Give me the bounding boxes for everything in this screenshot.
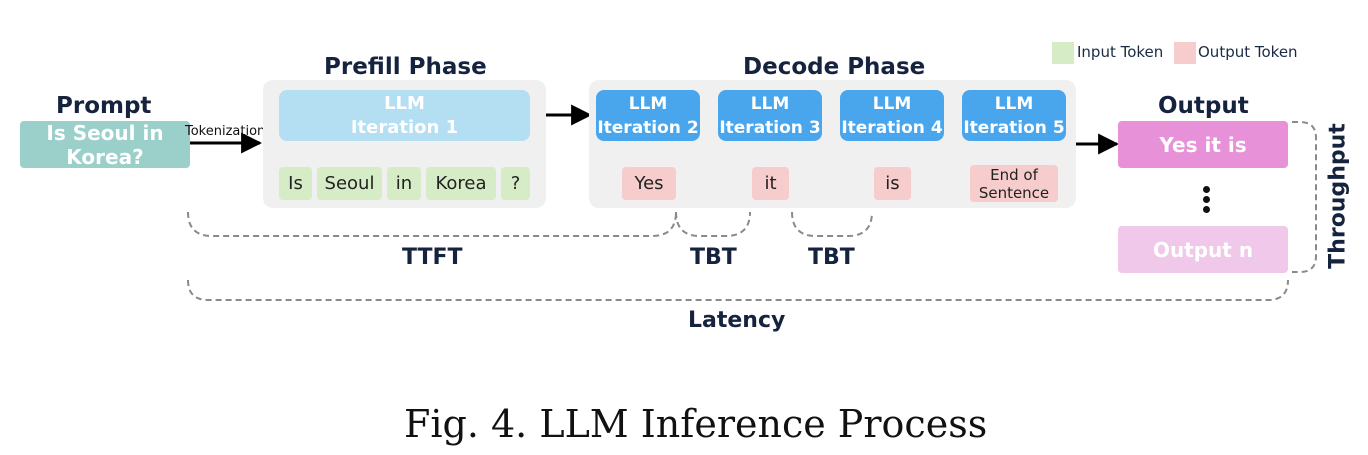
llm-iteration-2-line-1: LLM [628, 93, 668, 114]
tokenization-label: Tokenization [185, 124, 266, 139]
input-token-question: ? [501, 167, 530, 200]
llm-iteration-4: LLM Iteration 4 [840, 90, 944, 141]
figure-caption: Fig. 4. LLM Inference Process [404, 402, 988, 446]
llm-iteration-2: LLM Iteration 2 [596, 90, 700, 141]
throughput-label: Throughput [1325, 123, 1351, 269]
output-token-end-of-sentence: End of Sentence [970, 165, 1058, 202]
tbt-bracket-2 [791, 211, 873, 237]
end-of-sentence-line-1: End of [990, 165, 1038, 184]
prompt-line-1: Is Seoul in [46, 120, 164, 145]
tbt-bracket-1 [675, 211, 751, 237]
llm-iteration-4-line-1: LLM [872, 93, 912, 114]
output-token-legend-label: Output Token [1198, 43, 1298, 61]
input-token-legend-label: Input Token [1077, 43, 1164, 61]
ttft-label: TTFT [402, 245, 463, 270]
output-box-first: Yes it is [1118, 121, 1288, 168]
input-token-legend-swatch [1052, 42, 1074, 64]
llm-iteration-3: LLM Iteration 3 [718, 90, 822, 141]
input-token-is: Is [279, 167, 312, 200]
llm-iteration-4-line-2: Iteration 4 [841, 117, 943, 138]
prefill-phase-title: Prefill Phase [324, 54, 487, 80]
llm-iteration-2-line-2: Iteration 2 [597, 117, 699, 138]
output-token-it: it [752, 167, 789, 200]
decode-phase-title: Decode Phase [743, 54, 926, 80]
llm-iteration-1: LLM Iteration 1 [279, 90, 530, 141]
prompt-line-2: Korea? [66, 144, 144, 169]
tbt-label-2: TBT [808, 245, 855, 270]
llm-iteration-3-line-1: LLM [750, 93, 790, 114]
llm-iteration-5-line-2: Iteration 5 [963, 117, 1065, 138]
input-token-in: in [387, 167, 421, 200]
ellipsis-dot-1 [1203, 186, 1210, 193]
prompt-title: Prompt [56, 93, 152, 119]
output-token-is: is [874, 167, 911, 200]
latency-label: Latency [688, 308, 786, 333]
ellipsis-dot-3 [1203, 206, 1210, 213]
llm-iteration-5: LLM Iteration 5 [962, 90, 1066, 141]
ellipsis-dot-2 [1203, 196, 1210, 203]
input-token-korea: Korea [426, 167, 496, 200]
output-token-legend-swatch [1174, 42, 1196, 64]
latency-bracket [187, 279, 1289, 301]
end-of-sentence-line-2: Sentence [978, 183, 1050, 202]
prompt-box: Is Seoul in Korea? [20, 120, 190, 169]
output-title: Output [1158, 93, 1249, 119]
tbt-label-1: TBT [690, 245, 737, 270]
llm-iteration-1-line-1: LLM [384, 92, 425, 114]
output-box-last: Output n [1118, 226, 1288, 273]
ttft-bracket [187, 211, 677, 237]
output-token-yes: Yes [622, 167, 676, 200]
llm-iteration-3-line-2: Iteration 3 [719, 117, 821, 138]
llm-iteration-1-line-2: Iteration 1 [350, 116, 459, 138]
llm-iteration-5-line-1: LLM [994, 93, 1034, 114]
input-token-seoul: Seoul [317, 167, 382, 200]
throughput-bracket [1292, 121, 1317, 273]
